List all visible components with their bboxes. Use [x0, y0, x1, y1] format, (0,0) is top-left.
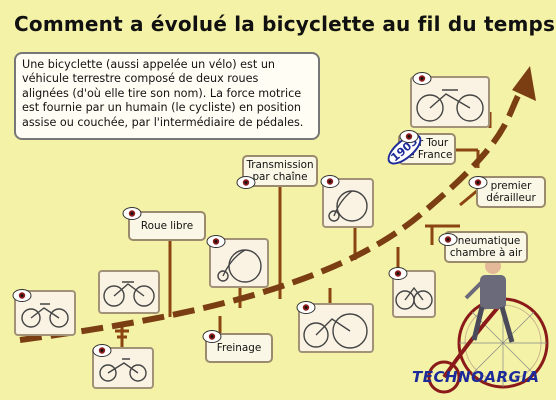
label-text: Roue libre	[140, 219, 194, 232]
intro-line: Une bicyclette (aussi appelée un vélo) e…	[22, 58, 276, 71]
label-text: premier	[490, 179, 532, 192]
eye-icon[interactable]	[320, 175, 340, 188]
intro-line: est fournie par un humain (le cycliste) …	[22, 101, 302, 115]
eye-icon[interactable]	[388, 267, 408, 280]
label-text: chambre à air	[449, 247, 523, 259]
eye-icon[interactable]	[236, 176, 256, 189]
label-text: dérailleur	[486, 192, 536, 204]
eye-icon[interactable]	[92, 344, 112, 357]
eye-icon[interactable]	[399, 130, 419, 143]
page-title: Comment a évolué la bicyclette au fil du…	[14, 12, 556, 36]
brand-logo: TECHNOARGIA	[412, 368, 540, 386]
intro-line: véhicule terrestre composé de deux roues	[22, 72, 259, 86]
eye-icon[interactable]	[412, 72, 432, 85]
bicycle-illustration[interactable]	[98, 270, 160, 314]
label-pneumatique[interactable]: Pneumatique chambre à air	[444, 231, 528, 263]
eye-icon[interactable]	[12, 289, 32, 302]
eye-icon[interactable]	[468, 176, 488, 189]
timeline-stems	[42, 112, 492, 350]
eye-icon[interactable]	[438, 233, 458, 246]
label-derailleur[interactable]: premier dérailleur	[476, 176, 546, 208]
label-text: Pneumatique	[451, 234, 521, 247]
intro-box: Une bicyclette (aussi appelée un vélo) e…	[14, 52, 320, 140]
eye-icon[interactable]	[206, 235, 226, 248]
intro-line: assise ou couchée, par l'intermédiaire d…	[22, 115, 304, 129]
eye-icon[interactable]	[122, 207, 142, 220]
timeline-arrow	[19, 90, 523, 343]
intro-line: alignées (d'où elle tire son nom). La fo…	[22, 86, 302, 100]
eye-icon[interactable]	[296, 301, 316, 314]
cyclist-illustration	[427, 244, 549, 394]
label-text: par chaîne	[252, 171, 308, 183]
label-text: Transmission	[246, 158, 314, 171]
eye-icon[interactable]	[202, 330, 222, 343]
arrow-icon	[512, 66, 536, 101]
label-text: Freinage	[216, 341, 262, 354]
label-roue-libre[interactable]: Roue libre	[128, 211, 206, 241]
